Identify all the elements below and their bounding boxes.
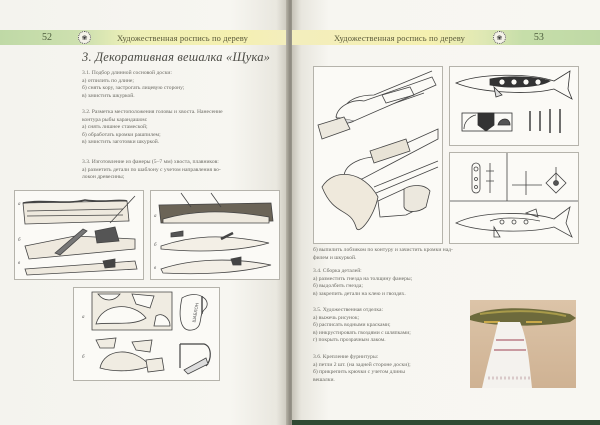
text-line: 3.6. Крепление фурнитуры: (313, 354, 379, 360)
painted-pike-illustration (454, 70, 573, 133)
text-line: филем и шкуркой. (313, 254, 357, 261)
section-3-4: 3.4. Сборка деталей: а) разместить гнезд… (313, 268, 481, 298)
painted-pike-and-tools-figure (449, 66, 579, 146)
text-line: б) расписать водными красками; (313, 322, 391, 329)
svg-text:ШАБЛОН: ШАБЛОН (191, 302, 199, 322)
svg-text:а: а (18, 202, 21, 207)
section-3-1: 3.1. Подбор длинной сосновой доски: а) о… (82, 70, 282, 100)
text-line: контура рыбы карандашом: (82, 116, 148, 123)
svg-text:б: б (82, 355, 85, 360)
section-3-6: 3.6. Крепление фурнитуры: а) петли 2 шт.… (313, 354, 481, 384)
page-number: 53 (533, 32, 544, 43)
text-line: а) снять лишнее стамеской; (82, 124, 148, 131)
decorative-emblem-icon: ❀ (492, 31, 506, 44)
text-line: г) покрыть прозрачным лаком. (313, 337, 386, 344)
board-planing-figure: а б в (14, 190, 144, 280)
assembly-figure (313, 66, 443, 244)
right-page-header: Художественная роспись по дереву ❀ 53 (292, 30, 600, 45)
text-line: 3.1. Подбор длинной сосновой доски: (82, 70, 172, 76)
running-title: Художественная роспись по дереву (334, 32, 465, 43)
text-line: б) прикрепить крючки с учетом длины (313, 369, 406, 376)
assembly-illustration (317, 70, 439, 230)
svg-text:а: а (154, 214, 157, 219)
plywood-cutting-figure: ШАБЛОН а б (73, 287, 220, 381)
section-3-2: 3.2. Разметка местоположения головы и хв… (82, 109, 287, 147)
text-line: б) выдолбить гнезда; (313, 283, 363, 290)
text-line: 3.5. Художественная отделка: (313, 307, 384, 313)
decorative-emblem-icon: ❀ (78, 31, 91, 44)
text-line: локон древесины; (82, 174, 125, 181)
board-planing-illustration: а б в (18, 195, 138, 276)
text-line: 3.4. Сборка деталей: (313, 268, 362, 274)
left-page-header: 52 ❀ Художественная роспись по дереву (0, 30, 288, 45)
section-3-3-continued: б) выпилить лобзиком по контуру и зачист… (313, 247, 481, 262)
svg-text:а: а (82, 315, 85, 320)
fish-carving-illustration: а б в (154, 192, 274, 275)
text-line: а) разметить детали по шаблону с учетом … (82, 166, 221, 173)
text-line: б) обработать кромки рашпилем; (82, 131, 161, 138)
fish-carving-figure: а б в (150, 190, 280, 280)
chapter-title: 3. Декоративная вешалка «Щука» (82, 50, 271, 64)
svg-text:в: в (154, 266, 157, 271)
hardware-illustration (450, 153, 578, 238)
page-number: 52 (42, 32, 52, 43)
plywood-cutting-illustration: ШАБЛОН а б (82, 291, 211, 375)
text-line: а) отпилить по длине; (82, 77, 134, 84)
section-3-3: 3.3. Изготовление из фанеры (5–7 мм) хво… (82, 159, 287, 182)
section-3-5: 3.5. Художественная отделка: а) выжечь р… (313, 307, 481, 345)
text-line: в) зачистить заготовки шкуркой. (82, 139, 160, 146)
svg-text:б: б (18, 238, 21, 243)
finished-hanger-photo (470, 300, 576, 388)
svg-text:в: в (18, 261, 21, 266)
text-line: б) снять кору, застрогать лицевую сторон… (82, 85, 185, 92)
text-line: а) петли 2 шт. (на задней стороне доски)… (313, 361, 411, 368)
text-line: в) инкрустировать гвоздями с шляпками; (313, 329, 411, 336)
bottom-edge (292, 420, 600, 425)
text-line: вешалки. (313, 376, 335, 383)
text-line: б) выпилить лобзиком по контуру и зачист… (313, 247, 453, 253)
text-line: в) зачистить шкуркой. (82, 92, 135, 99)
text-line: в) закрепить детали на клею и гвоздях. (313, 290, 406, 297)
book-gutter (286, 0, 294, 425)
text-line: 3.3. Изготовление из фанеры (5–7 мм) хво… (82, 159, 219, 165)
running-title: Художественная роспись по дереву (117, 32, 248, 43)
hardware-and-pike-figure (449, 152, 579, 244)
text-line: а) выжечь рисунок; (313, 314, 360, 321)
text-line: 3.2. Разметка местоположения головы и хв… (82, 109, 223, 115)
svg-text:б: б (154, 243, 157, 248)
text-line: а) разместить гнезда на толщину фанеры; (313, 275, 413, 282)
pike-hanger-photo-illustration (470, 308, 576, 388)
